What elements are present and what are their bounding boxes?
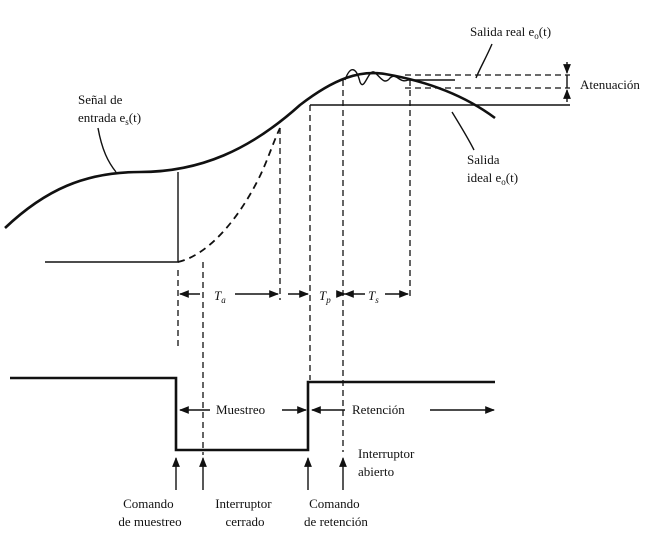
input-signal-label: Señal de entrada es(t) [78,92,141,127]
sampling-label: Muestreo [216,402,265,417]
switch-closed-label: Interruptor cerrado [215,496,275,529]
real-output-label: Salida real eo(t) [470,24,551,41]
ideal-output-pointer [451,111,475,151]
ta-label: Ta [214,288,226,305]
acquisition-curve [177,127,281,263]
ideal-output-label: Salida ideal eo(t) [467,152,518,187]
real-output-ringing [344,69,455,86]
ts-label: Ts [368,288,379,305]
attenuation-label: Atenuación [580,77,640,92]
input-signal-pointer [97,127,117,173]
tp-label: Tp [319,288,331,305]
switch-open-label: Interruptor abierto [358,446,418,479]
hold-command-label: Comando de retención [304,496,368,529]
sample-command-label: Comando de muestreo [118,496,181,529]
control-waveform [10,376,495,452]
hold-label: Retención [352,402,405,417]
real-output-pointer [475,43,493,79]
